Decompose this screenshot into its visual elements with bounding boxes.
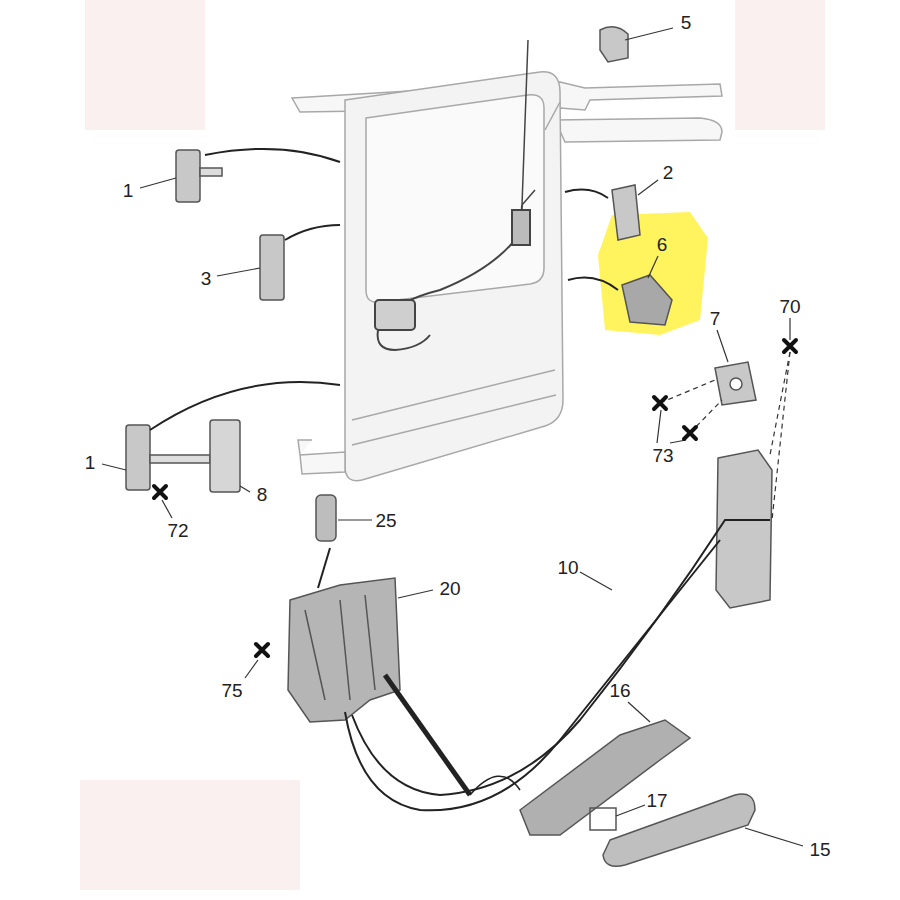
leader-line xyxy=(770,352,790,455)
highlight xyxy=(598,212,708,335)
callout-number: 70 xyxy=(777,296,802,317)
rod xyxy=(385,675,470,795)
callout-number: 5 xyxy=(679,12,694,33)
rail-arm xyxy=(545,102,560,130)
part-1-upper xyxy=(176,150,200,202)
leader-line xyxy=(580,572,612,590)
watermark-patch xyxy=(80,780,300,890)
part-wire xyxy=(568,278,618,290)
door-panel xyxy=(345,72,563,481)
callout-number: 7 xyxy=(708,308,723,329)
part-6 xyxy=(622,275,672,325)
callout-number: 25 xyxy=(373,510,398,531)
callout-number: 15 xyxy=(807,839,832,860)
screw-marks xyxy=(154,340,796,656)
leader-line xyxy=(217,268,260,276)
part-5 xyxy=(600,27,628,62)
callout-number: 3 xyxy=(199,268,214,289)
callout-number: 16 xyxy=(607,680,632,701)
leader-line xyxy=(102,464,126,470)
leader-line xyxy=(625,28,673,40)
cable-10 xyxy=(352,520,770,795)
cable-10 xyxy=(345,540,720,810)
callout-number: 75 xyxy=(219,680,244,701)
leader-line xyxy=(338,519,372,520)
leader-line xyxy=(772,352,790,520)
part-7-hole xyxy=(730,378,742,390)
callout-number: 72 xyxy=(165,520,190,541)
callout-number: 6 xyxy=(655,234,670,255)
part-16 xyxy=(520,720,690,835)
rear-lock xyxy=(716,450,772,608)
leader-line xyxy=(245,660,258,678)
part-8 xyxy=(210,420,240,492)
sliding-door xyxy=(292,72,722,481)
watermark-patch xyxy=(85,0,205,130)
part-7 xyxy=(715,362,756,405)
screw-mark xyxy=(256,644,268,656)
door-internal-cables xyxy=(375,40,535,350)
lock-20 xyxy=(288,578,400,722)
leader-line xyxy=(657,410,686,443)
part-1-pin xyxy=(150,455,210,463)
callout-number: 1 xyxy=(83,452,98,473)
part-wire xyxy=(150,382,340,430)
callout-number: 17 xyxy=(644,790,669,811)
watermark-patches xyxy=(80,0,825,890)
leader-line xyxy=(745,828,803,846)
callout-number: 20 xyxy=(437,578,462,599)
leader-line xyxy=(616,805,645,816)
screw-mark xyxy=(654,397,666,409)
part-17 xyxy=(590,808,616,830)
part-wire xyxy=(318,548,330,588)
callout-number: 2 xyxy=(661,162,676,183)
leader-line xyxy=(398,590,433,598)
part-3 xyxy=(260,235,284,300)
part-wire xyxy=(565,190,608,198)
connection-lines xyxy=(150,149,770,810)
callout-number: 73 xyxy=(650,445,675,466)
parts xyxy=(126,27,772,866)
screw-mark xyxy=(154,486,166,498)
inner-cable xyxy=(378,330,430,350)
leader-line xyxy=(162,500,172,518)
rod-link xyxy=(470,776,520,795)
watermark-patch xyxy=(735,0,825,130)
highlight-area xyxy=(598,212,708,335)
leader-lines xyxy=(102,28,803,846)
inner-lock xyxy=(512,210,530,245)
callout-number: 1 xyxy=(121,180,136,201)
lock-20-detail xyxy=(305,595,375,700)
leader-line xyxy=(638,180,658,195)
part-wire xyxy=(205,149,340,162)
leader-line xyxy=(789,318,790,340)
door-crease xyxy=(352,370,556,445)
part-wire xyxy=(285,225,340,240)
screw-mark xyxy=(684,427,696,439)
part-2 xyxy=(612,185,640,240)
leader-line xyxy=(648,256,658,278)
center-rail xyxy=(555,118,722,142)
leader-line xyxy=(660,380,722,433)
leader-line xyxy=(240,486,250,492)
inner-handle xyxy=(375,300,415,330)
screw-mark xyxy=(784,340,796,352)
part-1-lower xyxy=(126,425,150,490)
lower-rail xyxy=(298,440,345,474)
callout-number: 8 xyxy=(255,484,270,505)
leader-line xyxy=(140,178,176,188)
part-15 xyxy=(603,794,755,866)
part-1-pin xyxy=(200,168,222,176)
leader-line xyxy=(628,702,650,722)
leader-line xyxy=(717,330,728,362)
inner-cable xyxy=(522,40,535,205)
door-window xyxy=(366,95,544,302)
callout-number: 10 xyxy=(555,557,580,578)
part-25 xyxy=(316,495,336,541)
